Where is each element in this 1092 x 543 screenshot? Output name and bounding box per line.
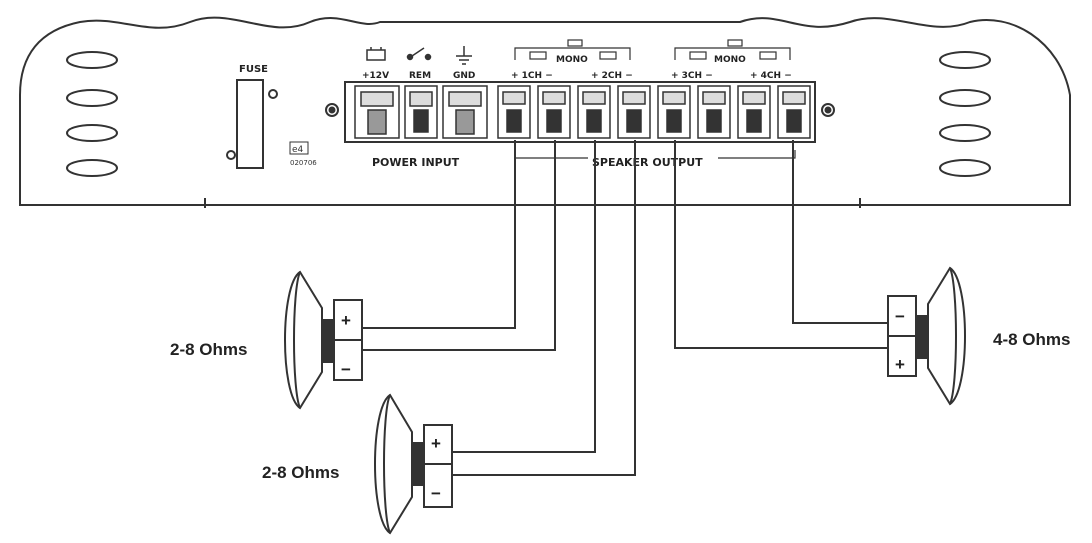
- right-vent-slots: [939, 51, 991, 177]
- mono-bridge-left: [514, 39, 631, 60]
- channel-label-2: + 2CH −: [591, 71, 633, 81]
- speaker-right-minus: −: [895, 307, 905, 326]
- speaker-output-label: SPEAKER OUTPUT: [592, 156, 703, 169]
- mono-bridge-right: [674, 39, 791, 60]
- speaker-terminals: [497, 85, 811, 139]
- power-terminals: [354, 85, 488, 139]
- svg-text:e4: e4: [292, 145, 304, 155]
- ground-icon: [456, 46, 472, 65]
- amplifier-body: [19, 16, 1071, 208]
- terminal-label-rem: REM: [409, 71, 431, 81]
- fuse-holder: [226, 79, 278, 169]
- speaker-right-plus: +: [895, 355, 905, 374]
- fuse-label: FUSE: [239, 64, 268, 75]
- speaker-right-ohms: 4-8 Ohms: [993, 330, 1070, 349]
- terminal-label-12v: +12V: [362, 71, 389, 81]
- channel-label-1: + 1CH −: [511, 71, 553, 81]
- speaker-right: [887, 266, 966, 406]
- battery-icon: [366, 47, 386, 61]
- speaker-wires: [362, 140, 890, 476]
- speaker-left-lower: [374, 393, 453, 535]
- mono-label-right: MONO: [714, 55, 746, 65]
- speaker-left-upper-plus: +: [341, 311, 351, 330]
- left-vent-slots: [66, 51, 118, 177]
- channel-label-3: + 3CH −: [671, 71, 713, 81]
- switch-icon: [406, 47, 432, 61]
- svg-text:020706: 020706: [290, 159, 317, 167]
- speaker-left-lower-plus: +: [431, 434, 441, 453]
- terminal-block: [325, 81, 835, 143]
- power-input-label: POWER INPUT: [372, 156, 460, 169]
- mono-label-left: MONO: [556, 55, 588, 65]
- terminal-label-gnd: GND: [453, 71, 475, 81]
- speaker-left-lower-minus: −: [431, 484, 441, 503]
- channel-label-4: + 4CH −: [750, 71, 792, 81]
- speaker-left-upper-ohms: 2-8 Ohms: [170, 340, 247, 359]
- speaker-left-lower-ohms: 2-8 Ohms: [262, 463, 339, 482]
- speaker-left-upper: [284, 270, 363, 410]
- fuse-code-box: e4 020706: [289, 141, 317, 167]
- speaker-left-upper-minus: −: [341, 360, 351, 379]
